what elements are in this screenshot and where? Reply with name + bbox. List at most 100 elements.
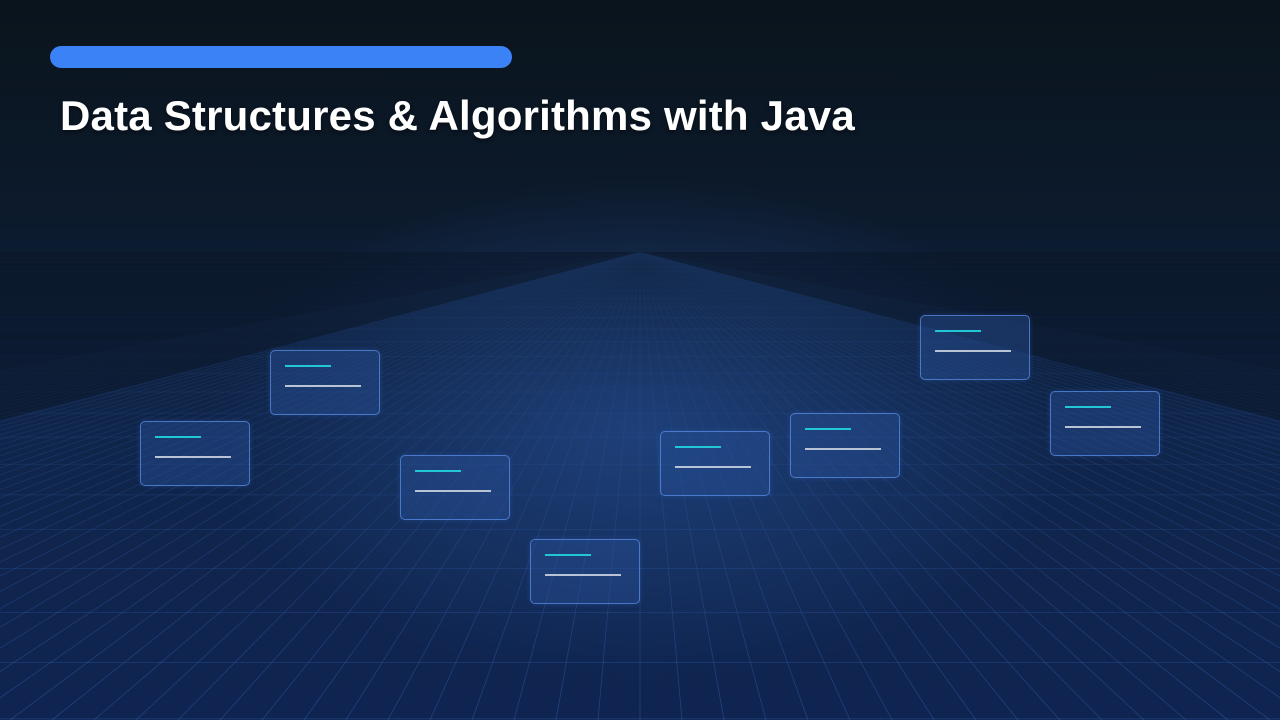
placeholder-card (530, 539, 640, 604)
grid-line (639, 251, 1103, 720)
grid-line (639, 251, 1271, 720)
grid-line (0, 251, 641, 577)
grid-line (639, 251, 1280, 451)
grid-line (0, 251, 641, 649)
grid-line (639, 251, 893, 720)
card-accent-line (1065, 406, 1111, 408)
card-text-line (155, 456, 231, 458)
grid-line (0, 251, 641, 563)
grid-line (639, 251, 935, 720)
grid-line (0, 251, 641, 483)
grid-line (639, 251, 1280, 457)
card-accent-line (805, 428, 851, 430)
grid-line (639, 251, 1280, 699)
card-text-line (675, 466, 751, 468)
card-accent-line (935, 330, 981, 332)
placeholder-card (400, 455, 510, 520)
card-text-line (415, 490, 491, 492)
grid-line (639, 251, 977, 720)
grid-line (639, 251, 767, 720)
grid-line (639, 251, 1280, 610)
card-text-line (935, 350, 1011, 352)
grid-line (261, 251, 641, 720)
grid-line (0, 251, 641, 628)
grid-line (597, 251, 641, 720)
grid-line (0, 251, 641, 469)
grid-line (639, 251, 1280, 491)
grid-line (639, 251, 1145, 720)
grid-line (0, 251, 641, 517)
grid-line (639, 251, 1280, 469)
placeholder-card (1050, 391, 1160, 456)
grid-line (639, 251, 1280, 499)
grid-line (639, 251, 1229, 720)
placeholder-card (660, 431, 770, 496)
grid-line (639, 251, 1280, 476)
grid-line (0, 251, 641, 441)
grid-line (387, 251, 641, 720)
card-accent-line (415, 470, 461, 472)
grid-line (639, 251, 1280, 649)
grid-line (0, 251, 641, 431)
card-accent-line (675, 446, 721, 448)
card-accent-line (155, 436, 201, 438)
grid-line (51, 251, 641, 720)
card-text-line (545, 574, 621, 576)
grid-line (639, 251, 1280, 593)
grid-line (639, 251, 1280, 538)
placeholder-card (140, 421, 250, 486)
grid-line (0, 251, 641, 436)
slide-title: Data Structures & Algorithms with Java (60, 92, 855, 139)
grid-line (0, 251, 641, 538)
grid-line (0, 251, 641, 499)
grid-line (93, 251, 641, 720)
grid-line (177, 251, 641, 720)
grid-line (639, 251, 1280, 672)
grid-line (0, 251, 641, 527)
grid-line (0, 251, 641, 550)
grid-line (513, 251, 641, 720)
grid-line (639, 251, 1280, 441)
grid-line (639, 251, 1280, 527)
grid-line (639, 251, 1061, 720)
grid-line (639, 251, 1019, 720)
placeholder-card (270, 350, 380, 415)
grid-line (0, 251, 641, 457)
grid-line (0, 251, 641, 491)
grid-line (639, 251, 851, 720)
grid-line (0, 251, 641, 699)
grid-line (429, 251, 641, 720)
card-text-line (285, 385, 361, 387)
grid-line (0, 251, 641, 463)
grid-line (639, 251, 1280, 508)
grid-line (0, 251, 641, 446)
grid-line (0, 251, 641, 593)
grid-line (0, 251, 641, 451)
grid-line (0, 251, 641, 427)
grid-line (303, 251, 641, 720)
grid-line (9, 251, 641, 720)
card-text-line (805, 448, 881, 450)
grid-line (639, 251, 1280, 436)
grid-line (639, 251, 1280, 628)
grid-line (639, 251, 1280, 427)
placeholder-card (920, 315, 1030, 380)
grid-line (0, 251, 641, 476)
grid-line (639, 251, 683, 720)
grid-line (639, 251, 1280, 446)
card-accent-line (545, 554, 591, 556)
grid-line (471, 251, 641, 720)
placeholder-card (790, 413, 900, 478)
grid-line (639, 251, 1280, 517)
grid-line (639, 251, 1280, 563)
grid-line (135, 251, 641, 720)
grid-line (0, 251, 641, 508)
grid-line (639, 251, 725, 720)
horizon-shade (0, 252, 1280, 420)
grid-line (639, 251, 1280, 483)
grid-line (0, 251, 641, 423)
grid-line (0, 251, 641, 610)
grid-line (639, 251, 1280, 550)
